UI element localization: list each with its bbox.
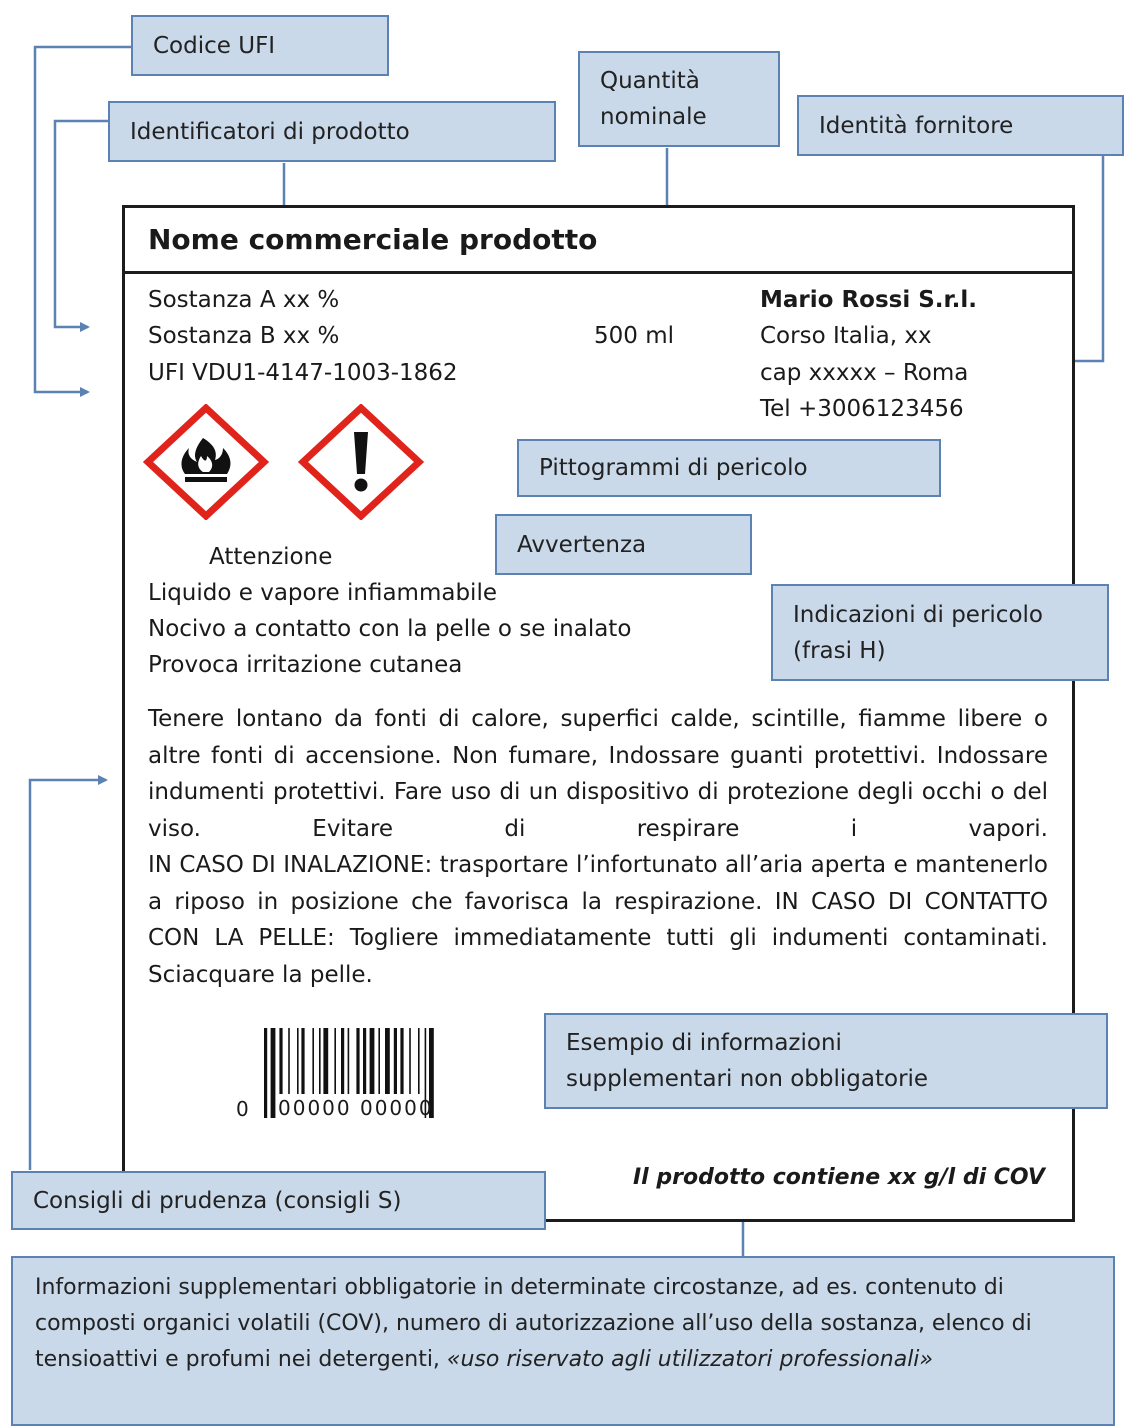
barcode-bar [369,1028,375,1094]
supplier-name: Mario Rossi S.r.l. [760,287,977,313]
callout-signal-word: Avvertenza [495,514,752,575]
callout-mandatory-info: Informazioni supplementari obbligatorie … [11,1256,1115,1426]
barcode [264,1028,434,1118]
callout-optional-info-line-1: Esempio di informazioni [566,1030,842,1056]
barcode-bar [301,1028,305,1094]
substance-b: Sostanza B xx % [148,323,340,349]
hazard-statement-2: Nocivo a contatto con la pelle o se inal… [148,616,632,642]
exclamation-mark-icon [298,404,424,520]
barcode-bar [347,1028,350,1094]
barcode-bar [341,1028,345,1094]
barcode-bar [323,1028,329,1094]
callout-hazard-statements-line-2: (frasi H) [793,637,886,664]
barcode-lead-digit: 0 [236,1097,249,1121]
signal-word: Attenzione [209,544,333,570]
hazard-statement-1: Liquido e vapore infiammabile [148,580,497,606]
ufi-code: UFI VDU1-4147-1003-1862 [148,360,458,386]
precautionary-text: Tenere lontano da fonti di calore, super… [148,701,1048,993]
barcode-bar [363,1028,367,1094]
mandatory-info-italic: «uso riservato agli utilizzatori profess… [446,1347,933,1372]
callout-nominal-quantity-line-1: Quantità [600,68,700,94]
barcode-bar [279,1028,283,1094]
barcode-bar [378,1028,380,1094]
barcode-bar [270,1028,276,1118]
mandatory-info-text: Informazioni supplementari obbligatorie … [35,1275,1032,1372]
barcode-bar [429,1028,434,1118]
callout-nominal-quantity: Quantità nominale [578,51,780,147]
barcode-bar [319,1028,321,1094]
supplier-phone: Tel +3006123456 [760,396,964,422]
callout-precautionary-statements: Consigli di prudenza (consigli S) [11,1171,546,1230]
precautionary-paragraph-2: IN CASO DI INALAZIONE: trasportare l’inf… [148,852,1048,988]
barcode-bar [409,1028,411,1094]
barcode-bar [400,1028,404,1094]
callout-ufi-code: Codice UFI [131,15,389,76]
barcode-bar [334,1028,336,1094]
callout-hazard-statements-line-1: Indicazioni di pericolo [793,601,1043,628]
barcode-bar [385,1028,390,1094]
barcode-bar [288,1028,290,1094]
substance-a: Sostanza A xx % [148,287,340,313]
precautionary-arrow [28,775,108,1170]
barcode-bar [393,1028,397,1094]
product-identifiers-arrow [53,119,110,332]
callout-supplier-identity: Identità fornitore [797,95,1124,156]
callout-product-identifiers: Identificatori di prodotto [108,101,556,162]
precautionary-paragraph-1: Tenere lontano da fonti di calore, super… [148,706,1048,842]
barcode-bar [356,1028,360,1094]
ufi-code-arrow [33,45,132,397]
callout-nominal-quantity-line-2: nominale [600,104,707,130]
product-name-divider [125,271,1072,274]
flame-icon [143,404,269,520]
callout-optional-info-line-2: supplementari non obbligatorie [566,1066,929,1092]
barcode-number: 00000 00000 [278,1096,434,1120]
barcode-bar [312,1028,314,1094]
barcode-bar [264,1028,268,1118]
barcode-bar [297,1028,299,1094]
barcode-bar [424,1028,427,1118]
hazard-statement-3: Provoca irritazione cutanea [148,652,463,678]
supplier-address: Corso Italia, xx [760,323,932,349]
nominal-quantity: 500 ml [594,323,675,349]
callout-mandatory-info-text: Informazioni supplementari obbligatorie … [35,1270,1091,1378]
callout-hazard-pictograms: Pittogrammi di pericolo [517,439,941,497]
callout-hazard-statements: Indicazioni di pericolo (frasi H) [771,584,1109,681]
product-name: Nome commerciale prodotto [148,223,598,256]
supplier-city: cap xxxxx – Roma [760,360,969,386]
callout-optional-info: Esempio di informazioni supplementari no… [544,1013,1108,1109]
barcode-bar [418,1028,420,1094]
voc-content: Il prodotto contiene xx g/l di COV [633,1165,1045,1190]
